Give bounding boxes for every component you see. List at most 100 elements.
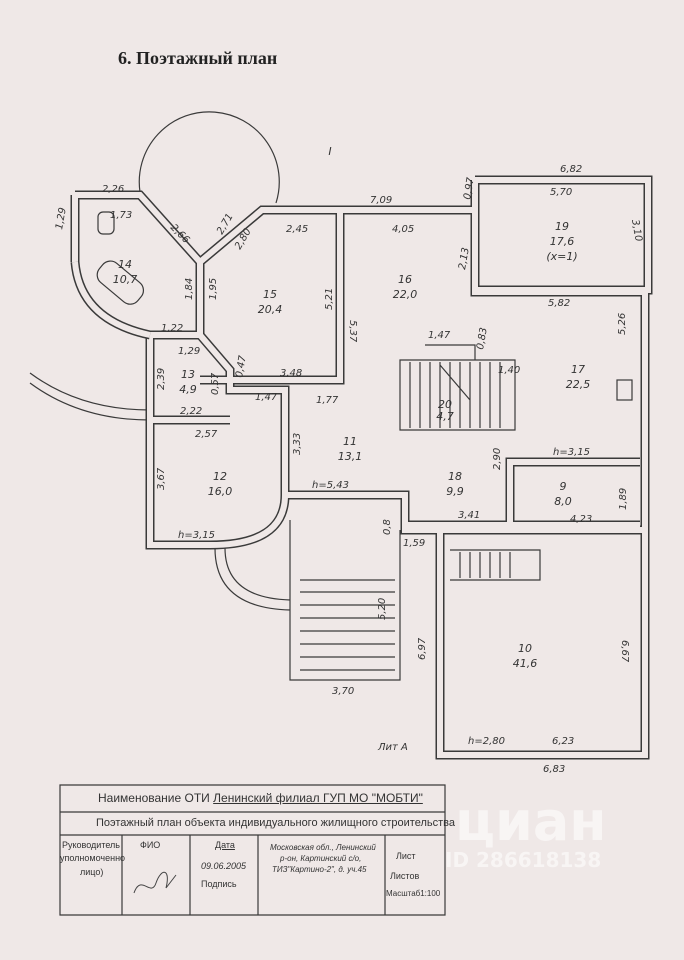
walls [70, 175, 653, 760]
dimension-label: 3,10 [629, 219, 644, 243]
dimension-label: 2,45 [286, 224, 308, 235]
room-label: 19 [555, 220, 569, 233]
room-label: 4,7 [436, 410, 454, 423]
dimension-label: 0,8 [382, 519, 393, 535]
head-label: лицо) [80, 867, 104, 877]
org-prefix: Наименование ОТИ [98, 791, 210, 805]
room-label: 16 [398, 273, 412, 286]
room-label: 20 [438, 398, 452, 411]
dimension-labels: 2,26 1,29 1,73 2,66 2,71 2,80 2,45 7,09 … [54, 164, 644, 775]
dimension-label: 3,41 [458, 510, 480, 521]
dimension-label: 5,70 [550, 187, 572, 198]
page-title: 6. Поэтажный план [118, 48, 278, 68]
scale-label: Масштаб1:100 [386, 889, 441, 898]
interior-stairs [96, 211, 633, 581]
lit-label: Лит А [377, 742, 408, 753]
dimension-label: 2,13 [457, 247, 472, 271]
sheets-label: Листов [390, 871, 420, 881]
room-label: 13 [181, 368, 195, 381]
dimension-label: 6,83 [543, 764, 565, 775]
head-label: Руководитель [62, 840, 120, 850]
room-label: 13,1 [338, 450, 363, 463]
dimension-label: 1,40 [498, 365, 520, 376]
dimension-label: 2,57 [195, 429, 218, 440]
dimension-label: 1,73 [110, 210, 132, 221]
dimension-label: 5,21 [324, 288, 335, 310]
dimension-label: h=3,15 [178, 530, 215, 541]
fio-label: ФИО [140, 840, 161, 850]
dimension-label: 1,47 [428, 330, 451, 341]
room-label: 10,7 [113, 273, 138, 286]
dimension-label: h=2,80 [468, 736, 505, 747]
dimension-label: 4,23 [570, 514, 592, 525]
room-label: (х=1) [546, 250, 577, 263]
dimension-label: 2,22 [180, 406, 202, 417]
dimension-label: 1,22 [161, 323, 183, 334]
address-line: р-он, Картинский с/о, [280, 854, 362, 863]
title-block-stamp: Наименование ОТИ Ленинский филиал ГУП МО… [58, 783, 455, 915]
dimension-label: 5,82 [548, 298, 570, 309]
sheet-label: Лист [396, 851, 416, 861]
dimension-label: 3,48 [280, 368, 302, 379]
stamp-frame [59, 784, 446, 916]
org-name: Ленинский филиал ГУП МО "МОБТИ" [213, 791, 423, 805]
room-label: 15 [263, 288, 277, 301]
room-label: 12 [213, 470, 227, 483]
watermark-logo: циан [455, 790, 607, 853]
toilet-icon [97, 211, 115, 235]
path-curve [29, 382, 151, 421]
dimension-label: 2,39 [156, 368, 167, 390]
dimension-label: 2,90 [492, 448, 503, 470]
dimension-label: 4,05 [392, 224, 414, 235]
dimension-label: 2,26 [102, 184, 124, 195]
stove-icon [616, 379, 633, 401]
signature [133, 871, 177, 894]
dimension-label: 1,59 [403, 538, 425, 549]
floor-label: I [328, 145, 331, 158]
room-label: 10 [518, 642, 532, 655]
address-line: ТИЗ"Картино-2", д. уч.45 [272, 865, 367, 874]
dimension-label: 6,82 [560, 164, 582, 175]
date-label: Дата [215, 840, 235, 850]
room-label: 18 [448, 470, 462, 483]
dimension-label: h=3,15 [553, 447, 590, 458]
room-label: 22,0 [393, 288, 418, 301]
dimension-label: 6,67 [619, 640, 630, 663]
dimension-label: 1,89 [618, 488, 629, 510]
signature-label: Подпись [201, 879, 237, 889]
room-label: 16,0 [208, 485, 233, 498]
dimension-label: 3,33 [292, 433, 303, 455]
dimension-label: 6,97 [417, 637, 428, 660]
porch-stairs [214, 520, 401, 681]
dimension-label: 5,26 [617, 313, 628, 335]
bathtub-icon [96, 260, 145, 305]
dimension-label: 3,67 [156, 467, 167, 490]
room-label: 14 [118, 258, 132, 271]
room-label: 41,6 [513, 657, 538, 670]
room-label: 9 [560, 480, 567, 493]
doc-title: Поэтажный план объекта индивидуального ж… [96, 817, 455, 829]
dimension-label: 7,09 [370, 195, 392, 206]
watermark-id: ID 286618138 [445, 848, 602, 872]
path-curve [29, 372, 151, 411]
dimension-label: h=5,43 [312, 480, 349, 491]
dimension-label: 0,47 [234, 354, 249, 378]
room-label: 20,4 [258, 303, 283, 316]
dimension-label: 6,23 [552, 736, 574, 747]
dimension-label: 0,57 [210, 372, 221, 395]
dimension-label: 0,83 [475, 327, 490, 351]
room-label: 9,9 [446, 485, 464, 498]
terrace-arc [138, 111, 280, 204]
date-value: 09.06.2005 [201, 861, 247, 871]
dimension-label: 5,37 [347, 320, 358, 343]
room-label: 11 [343, 435, 357, 448]
dimension-label: 1,29 [54, 207, 69, 231]
dimension-label: 1,47 [255, 392, 278, 403]
dimension-label: 1,77 [316, 395, 339, 406]
head-label: уполномоченно [60, 853, 126, 863]
dimension-label: 1,84 [184, 278, 195, 300]
dimension-label: 1,29 [178, 346, 200, 357]
dimension-label: 1,95 [208, 278, 219, 300]
